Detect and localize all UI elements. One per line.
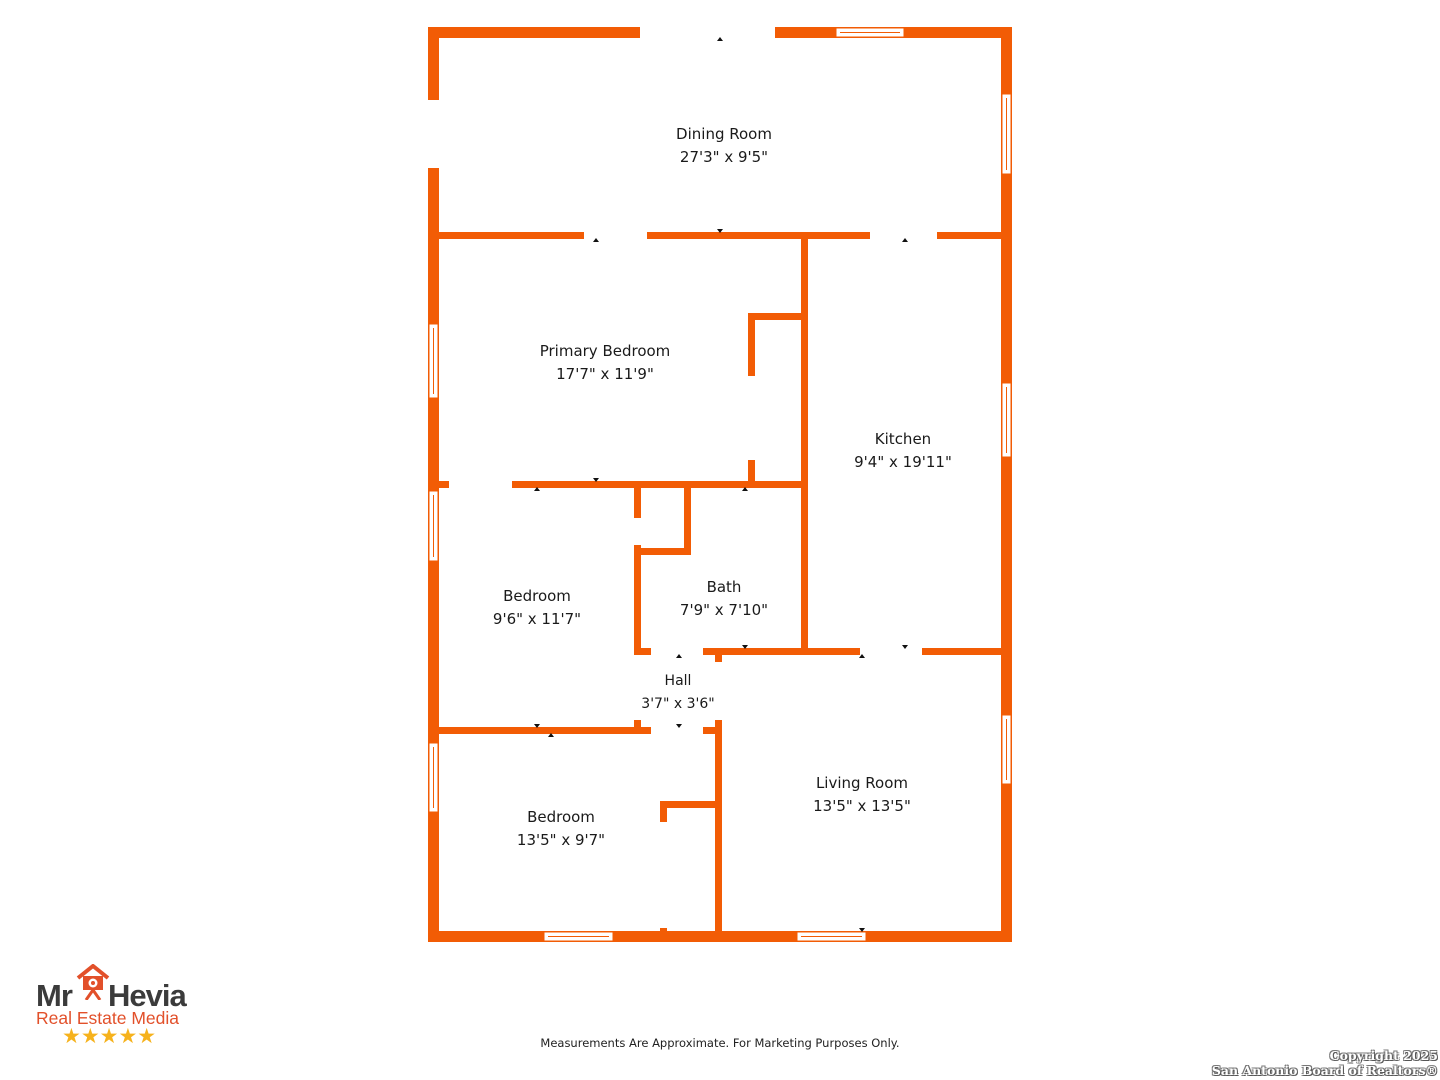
door-marker-icon [902,645,908,649]
room-dimensions: 13'5" x 13'5" [813,797,911,815]
door-marker-icon [534,487,540,491]
room-primary-bedroom: Primary Bedroom 17'7" x 11'9" [540,340,671,386]
room-name: Dining Room [676,125,772,143]
door-marker-icon [859,928,865,932]
wall [439,481,449,488]
wall [715,720,722,931]
wall [428,931,1012,942]
star-rating-icon: ★★★★★ [62,1024,157,1048]
room-dimensions: 9'4" x 19'11" [854,453,952,471]
wall [660,801,667,822]
wall [512,481,808,488]
wall [647,232,870,239]
room-name: Bath [706,578,742,596]
brand-logo: Mr Hevia Real Estate Media ★★★★★ [36,964,196,1048]
room-dimensions: 27'3" x 9'5" [679,148,769,166]
room-bath: Bath 7'9" x 7'10" [680,576,768,622]
wall [428,27,439,100]
wall [801,239,808,655]
wall [634,720,641,734]
door-marker-icon [676,654,682,658]
room-name: Primary Bedroom [539,342,671,360]
room-bedroom-1: Bedroom 9'6" x 11'7" [493,585,581,631]
wall [684,488,691,555]
door-marker-icon [717,229,723,233]
wall [660,801,722,808]
wall [748,313,802,320]
wall [1001,27,1012,942]
logo-text-mr: Mr [36,978,73,1013]
wall [641,648,651,655]
room-dimensions: 9'6" x 11'7" [492,610,582,628]
door-marker-icon [676,724,682,728]
door-marker-icon [548,733,554,737]
room-hall: Hall 3'7" x 3'6" [641,670,714,716]
door-marker-icon [593,238,599,242]
disclaimer: Measurements Are Approximate. For Market… [540,1036,900,1050]
room-dining: Dining Room 27'3" x 9'5" [676,123,772,169]
door-marker-icon [534,724,540,728]
door-marker-icon [902,238,908,242]
room-kitchen: Kitchen 9'4" x 19'11" [854,428,952,474]
wall [428,27,640,38]
house-camera-icon [76,964,110,1000]
wall [703,648,860,655]
wall [748,313,755,376]
copyright: Copyright 2025 San Antonio Board of Real… [1212,1048,1438,1078]
wall [748,460,755,482]
room-name: Hall [664,673,692,689]
door-marker-icon [742,645,748,649]
windows [428,27,1012,942]
copyright-line: Copyright 2025 [1329,1048,1438,1063]
wall [641,548,691,555]
wall [439,727,651,734]
copyright-line: San Antonio Board of Realtors® [1211,1063,1438,1078]
wall [439,232,584,239]
room-dimensions: 7'9" x 7'10" [679,601,769,619]
wall [634,488,641,518]
wall [703,727,722,734]
room-living: Living Room 13'5" x 13'5" [813,772,911,818]
room-dimensions: 13'5" x 9'7" [516,831,606,849]
room-name: Kitchen [874,430,932,448]
room-bedroom-2: Bedroom 13'5" x 9'7" [517,806,605,852]
wall [634,545,641,655]
door-marker-icon [593,478,599,482]
wall [922,648,1001,655]
door-marker-icon [742,487,748,491]
door-marker-icon [717,37,723,41]
room-name: Bedroom [503,587,571,605]
wall [937,232,1001,239]
logo-text-hevia: Hevia [108,978,187,1013]
room-name: Living Room [815,774,909,792]
wall [715,655,722,662]
room-dimensions: 17'7" x 11'9" [556,365,654,383]
room-name: Bedroom [527,808,595,826]
room-dimensions: 3'7" x 3'6" [641,696,715,712]
logo-tagline: Real Estate Media [36,1008,179,1028]
wall [660,928,667,931]
door-marker-icon [859,654,865,658]
door-markers [534,37,908,932]
